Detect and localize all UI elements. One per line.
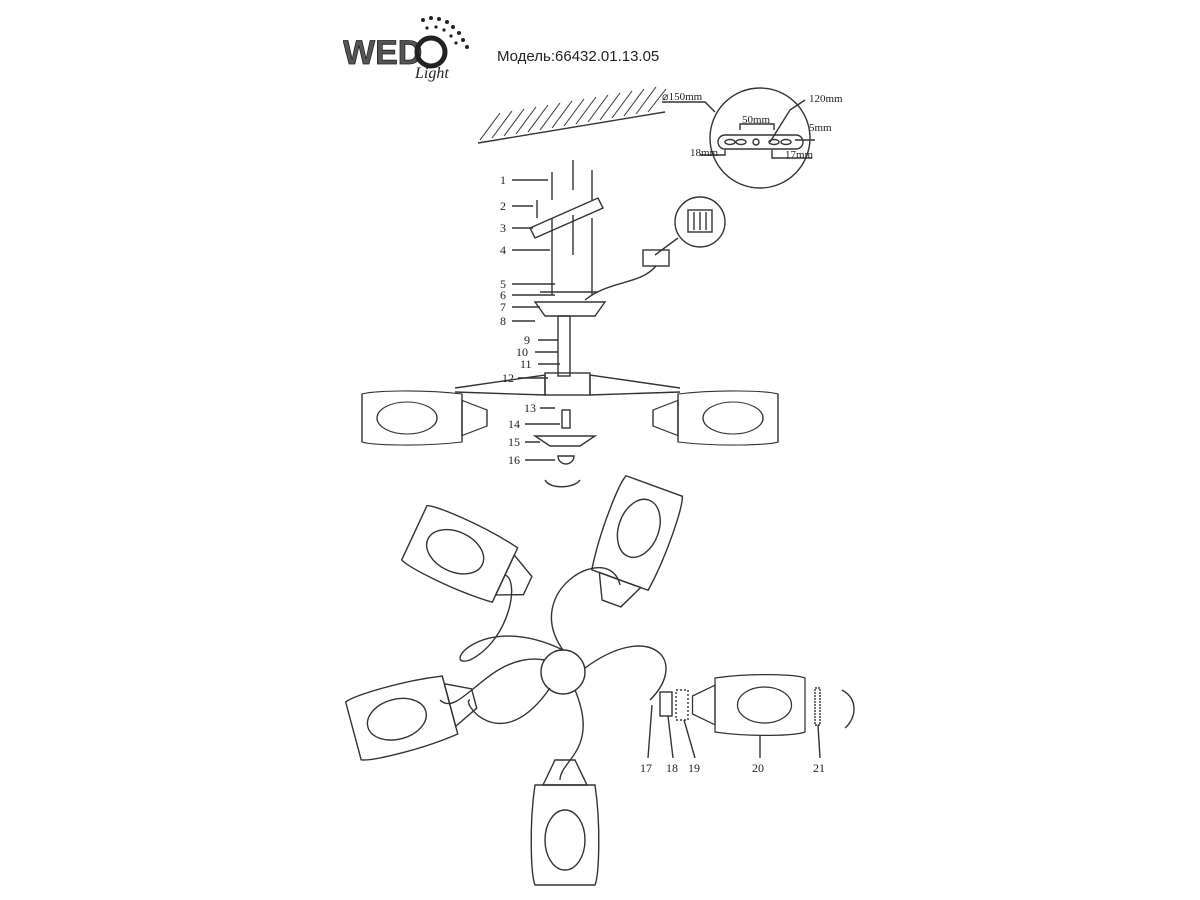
brand-logo: WED Light: [343, 16, 469, 82]
part-label-11: 11: [520, 357, 532, 371]
dim-diameter: ⌀150mm: [662, 91, 703, 103]
model-number: Модель:66432.01.13.05: [497, 48, 660, 65]
part-label-6: 6: [500, 288, 506, 302]
part-label-7: 7: [500, 300, 506, 314]
part-label-4: 4: [500, 243, 506, 257]
part-label-17: 17: [640, 761, 652, 775]
part-label-20: 20: [752, 761, 764, 775]
part-label-9: 9: [524, 333, 530, 347]
part-label-3: 3: [500, 221, 506, 235]
part-label-16: 16: [508, 453, 520, 467]
part-label-19: 19: [688, 761, 700, 775]
part-label-2: 2: [500, 199, 506, 213]
dim-right-offset: 17mm: [785, 149, 814, 161]
dim-thickness: 5mm: [809, 122, 832, 134]
part-label-15: 15: [508, 435, 520, 449]
exploded-assembly: [361, 160, 779, 488]
part-label-12: 12: [502, 371, 514, 385]
part-label-21: 21: [813, 761, 825, 775]
part-label-10: 10: [516, 345, 528, 359]
dim-left-offset: 18mm: [690, 147, 719, 159]
dim-length: 120mm: [809, 93, 843, 105]
svg-text:Light: Light: [414, 65, 449, 82]
svg-text:WED: WED: [343, 34, 422, 72]
bottom-view: [343, 473, 855, 886]
dim-hole-spacing: 50mm: [742, 114, 771, 126]
terminal-block-detail: [584, 196, 726, 301]
ceiling-hatch: [477, 86, 667, 144]
part-label-8: 8: [500, 314, 506, 328]
part-label-18: 18: [666, 761, 678, 775]
part-label-14: 14: [508, 417, 520, 431]
mounting-plate-detail: ⌀150mm 120mm 50mm 5mm 18mm 17mm: [662, 87, 843, 189]
part-label-13: 13: [524, 401, 536, 415]
part-labels: 1 2 3 4 5 6 7 8 9 10 11 12 13 14 15 16 1…: [500, 173, 825, 775]
part-label-1: 1: [500, 173, 506, 187]
part-label-5: 5: [500, 277, 506, 291]
